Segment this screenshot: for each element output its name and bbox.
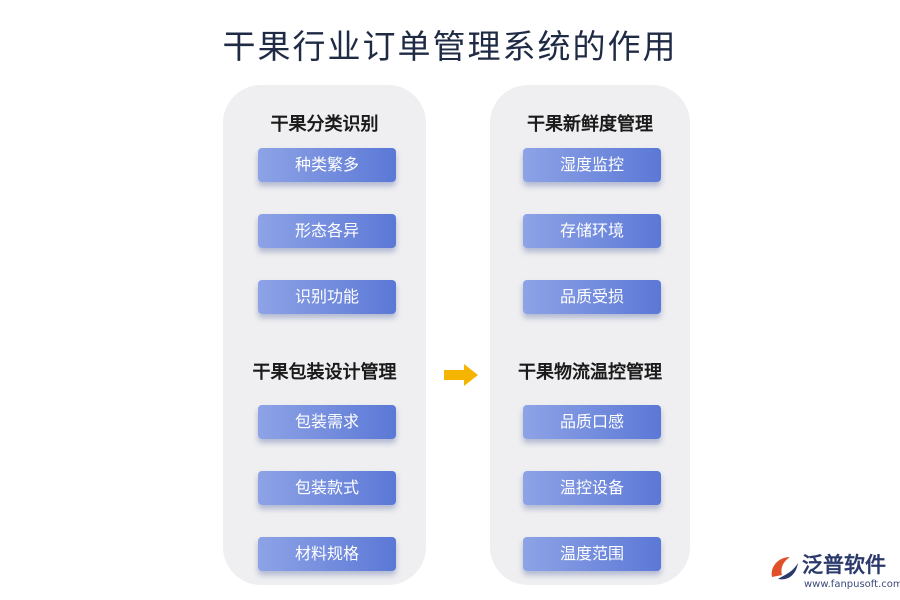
item-box: 种类繁多 [258, 148, 396, 182]
item-box: 品质受损 [523, 280, 661, 314]
item-box: 识别功能 [258, 280, 396, 314]
item-box: 存储环境 [523, 214, 661, 248]
item-box: 温控设备 [523, 471, 661, 505]
arrow-right-icon [444, 364, 478, 386]
logo-name: 泛普软件 [802, 553, 886, 577]
logo-url: www.fanpusoft.com [804, 579, 900, 590]
item-box: 包装款式 [258, 471, 396, 505]
page-title: 干果行业订单管理系统的作用 [222, 27, 678, 66]
fanpu-logo-icon [771, 557, 798, 580]
fanpu-logo: 泛普软件 www.fanpusoft.com [768, 553, 900, 597]
section-heading-packaging-design: 干果包装设计管理 [252, 362, 397, 383]
item-box: 品质口感 [523, 405, 661, 439]
item-box: 湿度监控 [523, 148, 661, 182]
section-heading-logistics-temperature: 干果物流温控管理 [518, 362, 662, 383]
item-box: 温度范围 [523, 537, 661, 571]
section-heading-freshness-management: 干果新鲜度管理 [527, 114, 653, 135]
item-box: 包装需求 [258, 405, 396, 439]
item-box: 形态各异 [258, 214, 396, 248]
item-box: 材料规格 [258, 537, 396, 571]
section-heading-dried-fruit-classification: 干果分类识别 [270, 114, 379, 135]
